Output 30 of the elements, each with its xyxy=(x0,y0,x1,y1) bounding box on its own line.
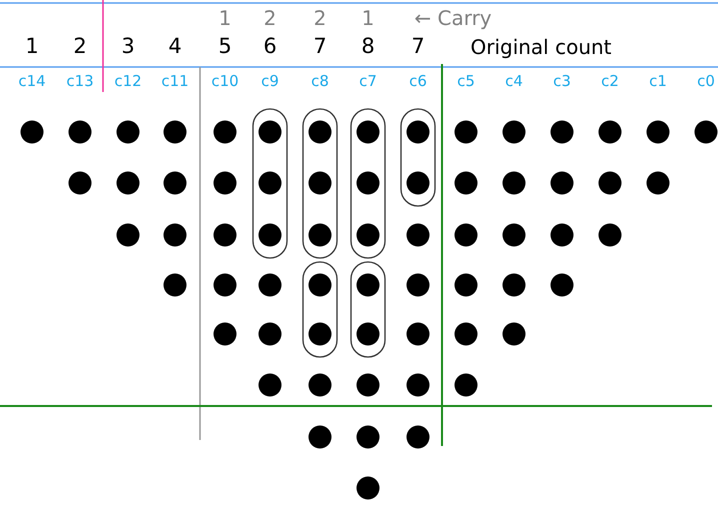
count-digit: 7 xyxy=(411,36,425,57)
count-digit: 7 xyxy=(313,36,327,57)
column-label: c10 xyxy=(211,74,239,89)
column-label: c8 xyxy=(311,74,329,89)
column-label: c4 xyxy=(505,74,523,89)
column-label: c12 xyxy=(114,74,142,89)
carry-digit: 1 xyxy=(362,8,374,28)
column-label: c14 xyxy=(18,74,46,89)
column-label: c7 xyxy=(359,74,377,89)
count-digit: 5 xyxy=(218,36,232,57)
count-digit: 3 xyxy=(121,36,135,57)
column-label: c0 xyxy=(697,74,715,89)
column-label: c6 xyxy=(409,74,427,89)
carry-digit: 2 xyxy=(314,8,326,28)
count-digit: 6 xyxy=(263,36,277,57)
column-label: c2 xyxy=(601,74,619,89)
count-digit: 4 xyxy=(168,36,182,57)
column-label: c1 xyxy=(649,74,667,89)
column-label: c13 xyxy=(66,74,94,89)
carry-note: ← Carry xyxy=(414,8,492,28)
count-digit: 2 xyxy=(73,36,87,57)
carry-digit: 2 xyxy=(264,8,276,28)
column-label: c3 xyxy=(553,74,571,89)
count-digit: 1 xyxy=(25,36,39,57)
carry-digit: 1 xyxy=(218,8,232,28)
column-label: c9 xyxy=(261,74,279,89)
count-digit: 8 xyxy=(361,36,375,57)
column-label: c5 xyxy=(457,74,475,89)
column-label: c11 xyxy=(161,74,189,89)
count-note: Original count xyxy=(470,37,612,57)
